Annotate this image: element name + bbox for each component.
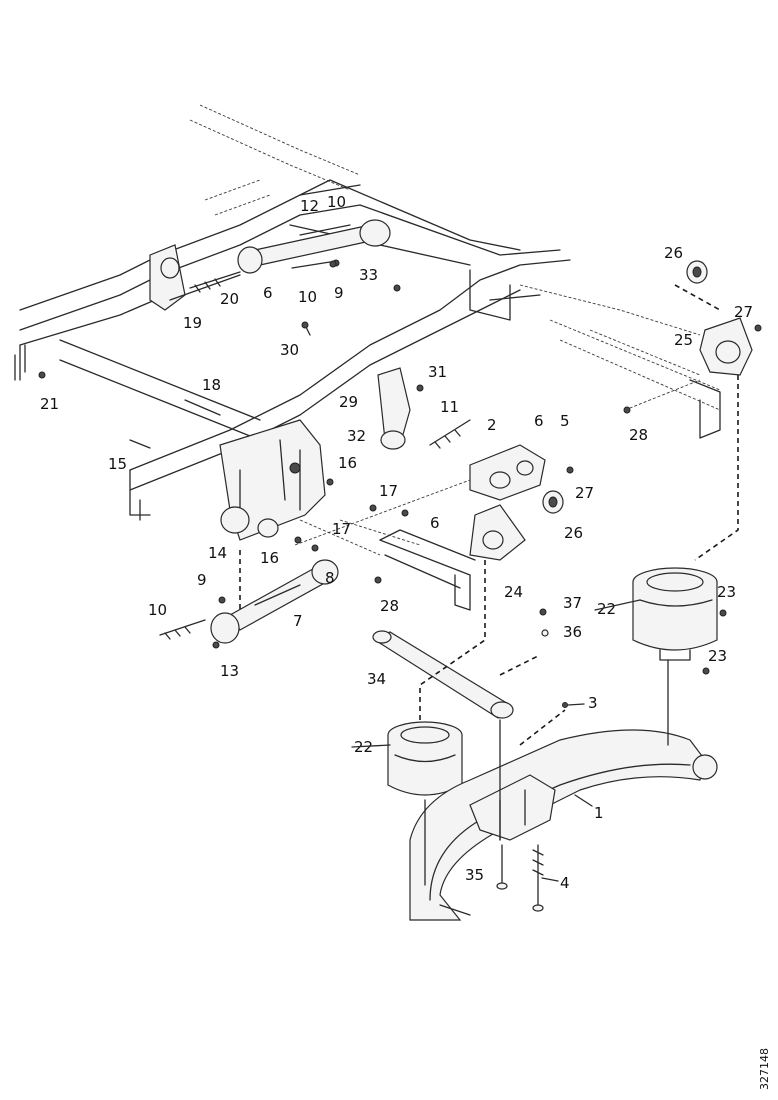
callout-27-lower: 27 [575, 484, 594, 502]
callout-9-lower: 9 [197, 571, 207, 589]
callout-6-upper: 6 [263, 284, 273, 302]
callout-30: 30 [280, 341, 299, 359]
callout-36: 36 [563, 623, 582, 641]
callout-18: 18 [202, 376, 221, 394]
callout-26-upper: 26 [664, 244, 683, 262]
shock-mount-29 [377, 367, 411, 450]
bushing-26-upper [686, 260, 708, 284]
callout-24: 24 [504, 583, 523, 601]
bushing-26-lower [542, 490, 564, 514]
callout-20: 20 [220, 290, 239, 308]
callout-19: 19 [183, 314, 202, 332]
callout-29: 29 [339, 393, 358, 411]
stabilizer-bar-34 [372, 630, 514, 719]
bracket-2 [469, 444, 546, 501]
callout-16-upper: 16 [338, 454, 357, 472]
callout-6-mid: 6 [430, 514, 440, 532]
guide-dashed-center [419, 560, 669, 886]
lower-torque-rod [210, 559, 339, 644]
callout-35: 35 [465, 866, 484, 884]
callout-37: 37 [563, 594, 582, 612]
air-spring-left [387, 721, 463, 796]
air-spring-mount-24 [469, 504, 526, 561]
frame-rail-right [519, 284, 721, 439]
bolt-35 [496, 844, 508, 890]
callout-9-upper: 9 [334, 284, 344, 302]
callout-10-top: 10 [327, 193, 346, 211]
air-spring-right [632, 567, 718, 661]
callout-28-lower: 28 [380, 597, 399, 615]
callout-21: 21 [40, 395, 59, 413]
callout-15: 15 [108, 455, 127, 473]
bolt-15 [129, 439, 151, 449]
bolt-30 [301, 321, 311, 336]
callout-6-right: 6 [534, 412, 544, 430]
callout-10-lower: 10 [148, 601, 167, 619]
u-bolt-4 [532, 844, 544, 912]
leader-lines [351, 599, 641, 882]
bolt-20 [189, 271, 241, 293]
callout-17-upper: 17 [379, 482, 398, 500]
callout-5: 5 [560, 412, 570, 430]
callout-27-upper: 27 [734, 303, 753, 321]
callout-7: 7 [293, 612, 303, 630]
callout-labels: 1 2 3 4 5 6 6 6 7 8 9 9 10 10 10 11 12 1… [40, 193, 753, 892]
air-spring-mount-25 [699, 317, 753, 376]
frame-cross-member [59, 179, 561, 437]
guide-dashed-lower [239, 479, 471, 610]
callout-1: 1 [594, 804, 604, 822]
guide-dashed-upper [624, 284, 739, 561]
figure-code: 327148 [758, 1048, 771, 1090]
callout-31: 31 [428, 363, 447, 381]
callout-2: 2 [487, 416, 497, 434]
callout-28-upper: 28 [629, 426, 648, 444]
callout-34: 34 [367, 670, 386, 688]
callout-25: 25 [674, 331, 693, 349]
callout-32: 32 [347, 427, 366, 445]
bolt-10-lower [159, 619, 206, 640]
callout-8: 8 [325, 569, 335, 587]
callout-11: 11 [440, 398, 459, 416]
callout-16-lower: 16 [260, 549, 279, 567]
callout-33: 33 [359, 266, 378, 284]
callout-17-lower: 17 [332, 520, 351, 538]
frame-lower-box [299, 519, 476, 611]
callout-23-upper: 23 [717, 583, 736, 601]
bolt-18 [184, 399, 221, 416]
callout-12: 12 [300, 197, 319, 215]
callout-14: 14 [208, 544, 227, 562]
trailing-arm-1 [409, 729, 718, 921]
callout-23-lower: 23 [708, 647, 727, 665]
small-fasteners [38, 260, 762, 708]
callout-10-upper: 10 [298, 288, 317, 306]
callout-4: 4 [560, 874, 570, 892]
bolt-11 [429, 419, 471, 449]
frame-rail-left [14, 184, 361, 381]
callout-13: 13 [220, 662, 239, 680]
axle-bracket-main [219, 419, 326, 541]
callout-22-right: 22 [597, 600, 616, 618]
callout-3: 3 [588, 694, 598, 712]
front-bracket-19 [149, 244, 241, 311]
upper-torque-rod [237, 219, 391, 274]
callout-26-lower: 26 [564, 524, 583, 542]
